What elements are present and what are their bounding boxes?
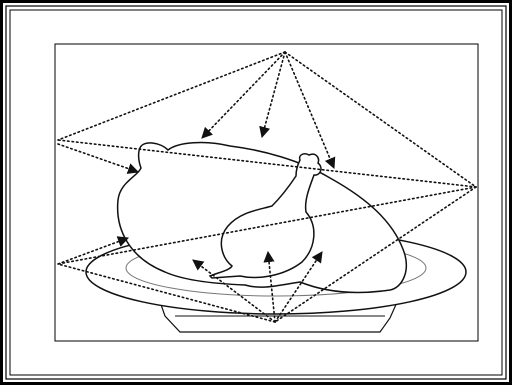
ray-top-to-left <box>202 52 285 138</box>
ray-top-to-left-edge <box>58 52 285 140</box>
ray-top-to-right <box>285 52 334 168</box>
roast-chicken <box>118 143 407 293</box>
ray-top-to-center <box>262 52 285 137</box>
